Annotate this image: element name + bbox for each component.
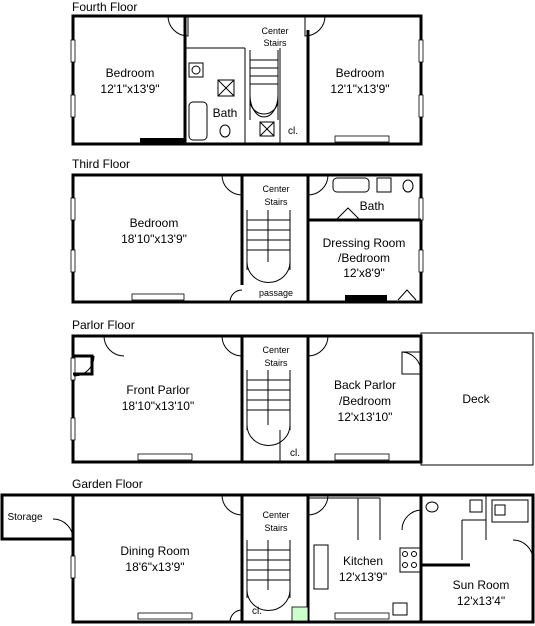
parlor-floor-title: Parlor Floor bbox=[72, 318, 135, 332]
storage-outline bbox=[0, 493, 75, 541]
radiator-icon bbox=[140, 138, 184, 143]
fourth-floor-title: Fourth Floor bbox=[72, 0, 137, 14]
toilet-icon bbox=[402, 179, 414, 193]
radiator-icon bbox=[131, 293, 185, 301]
radiator-icon bbox=[137, 453, 193, 461]
third-passage-label: passage bbox=[259, 288, 293, 298]
third-stairs-label-1: Center bbox=[262, 184, 289, 194]
parlor-floor: Parlor Floor Center Stairs Front Parlor … bbox=[70, 318, 534, 466]
third-floor: Third Floor Center Stairs Bedroom 18'10 bbox=[70, 157, 424, 304]
garden-closet-label: cl. bbox=[252, 606, 262, 617]
stove-icon bbox=[399, 547, 421, 573]
shaft-icon bbox=[217, 79, 235, 97]
toilet-icon bbox=[425, 501, 439, 513]
parlor-stairs-label-2: Stairs bbox=[264, 358, 288, 368]
third-stairs-label-2: Stairs bbox=[264, 197, 288, 207]
garden-stairs-label-1: Center bbox=[262, 510, 289, 520]
fourth-bedroom-right-name: Bedroom bbox=[336, 66, 385, 80]
fourth-bedroom-left-name: Bedroom bbox=[106, 66, 155, 80]
sink-icon bbox=[469, 499, 483, 513]
back-parlor-label-2: /Bedroom bbox=[339, 394, 391, 408]
radiator-icon bbox=[137, 612, 193, 620]
front-parlor-size: 18'10"x13'10" bbox=[122, 399, 195, 413]
parlor-stairs-label-1: Center bbox=[262, 345, 289, 355]
third-dressing-label-2: /Bedroom bbox=[338, 251, 390, 265]
back-parlor-size: 12'x13'10" bbox=[338, 410, 393, 424]
shaft-icon bbox=[259, 121, 275, 137]
bathtub-icon bbox=[188, 101, 208, 141]
sun-room-name: Sun Room bbox=[453, 578, 510, 592]
radiator-icon bbox=[334, 135, 390, 143]
back-parlor-label-1: Back Parlor bbox=[334, 378, 396, 392]
dining-room-size: 18'6"x13'9" bbox=[125, 560, 184, 574]
third-dressing-label-1: Dressing Room bbox=[323, 236, 406, 250]
fourth-bedroom-right-size: 12'1"x13'9" bbox=[330, 82, 389, 96]
fourth-floor: Fourth Floor Center Stairs bbox=[70, 0, 424, 146]
hatch-icon bbox=[291, 606, 309, 622]
deck-outline bbox=[420, 332, 534, 466]
bathtub-icon bbox=[332, 177, 370, 193]
fourth-stairs-label-1: Center bbox=[261, 26, 288, 36]
counter-icon bbox=[313, 544, 329, 590]
garden-floor: Garden Floor bbox=[0, 477, 535, 624]
third-floor-outline bbox=[71, 173, 423, 304]
third-dressing-size: 12'x8'9" bbox=[343, 266, 385, 280]
front-parlor-name: Front Parlor bbox=[126, 383, 189, 397]
sink-icon bbox=[494, 504, 506, 516]
sink-icon bbox=[376, 177, 392, 193]
sun-room-size: 12'x13'4" bbox=[457, 594, 505, 608]
deck-label: Deck bbox=[462, 392, 490, 406]
appliance-icon bbox=[392, 602, 408, 616]
third-bath-label: Bath bbox=[360, 199, 385, 213]
radiator-icon bbox=[334, 612, 390, 620]
parlor-closet-label: cl. bbox=[290, 448, 300, 459]
toilet-icon bbox=[219, 124, 231, 138]
radiator-icon bbox=[345, 295, 387, 301]
sink-icon bbox=[188, 62, 204, 78]
fourth-floor-outline bbox=[71, 14, 423, 146]
kitchen-name: Kitchen bbox=[343, 554, 383, 568]
dining-room-name: Dining Room bbox=[120, 544, 189, 558]
garden-floor-title: Garden Floor bbox=[72, 477, 143, 491]
fourth-stairs bbox=[249, 50, 279, 120]
fourth-bath-label: Bath bbox=[213, 106, 238, 120]
kitchen-size: 12'x13'9" bbox=[339, 570, 387, 584]
radiator-icon bbox=[334, 453, 390, 461]
third-bedroom-name: Bedroom bbox=[130, 216, 179, 230]
fourth-closet-label: cl. bbox=[288, 126, 298, 137]
fourth-stairs-label-2: Stairs bbox=[263, 38, 287, 48]
third-bedroom-size: 18'10"x13'9" bbox=[121, 232, 187, 246]
third-floor-title: Third Floor bbox=[72, 157, 130, 171]
fourth-bedroom-left-size: 12'1"x13'9" bbox=[100, 82, 159, 96]
counter-icon bbox=[491, 499, 529, 523]
garden-stairs-label-2: Stairs bbox=[264, 523, 288, 533]
storage-label: Storage bbox=[7, 512, 42, 523]
